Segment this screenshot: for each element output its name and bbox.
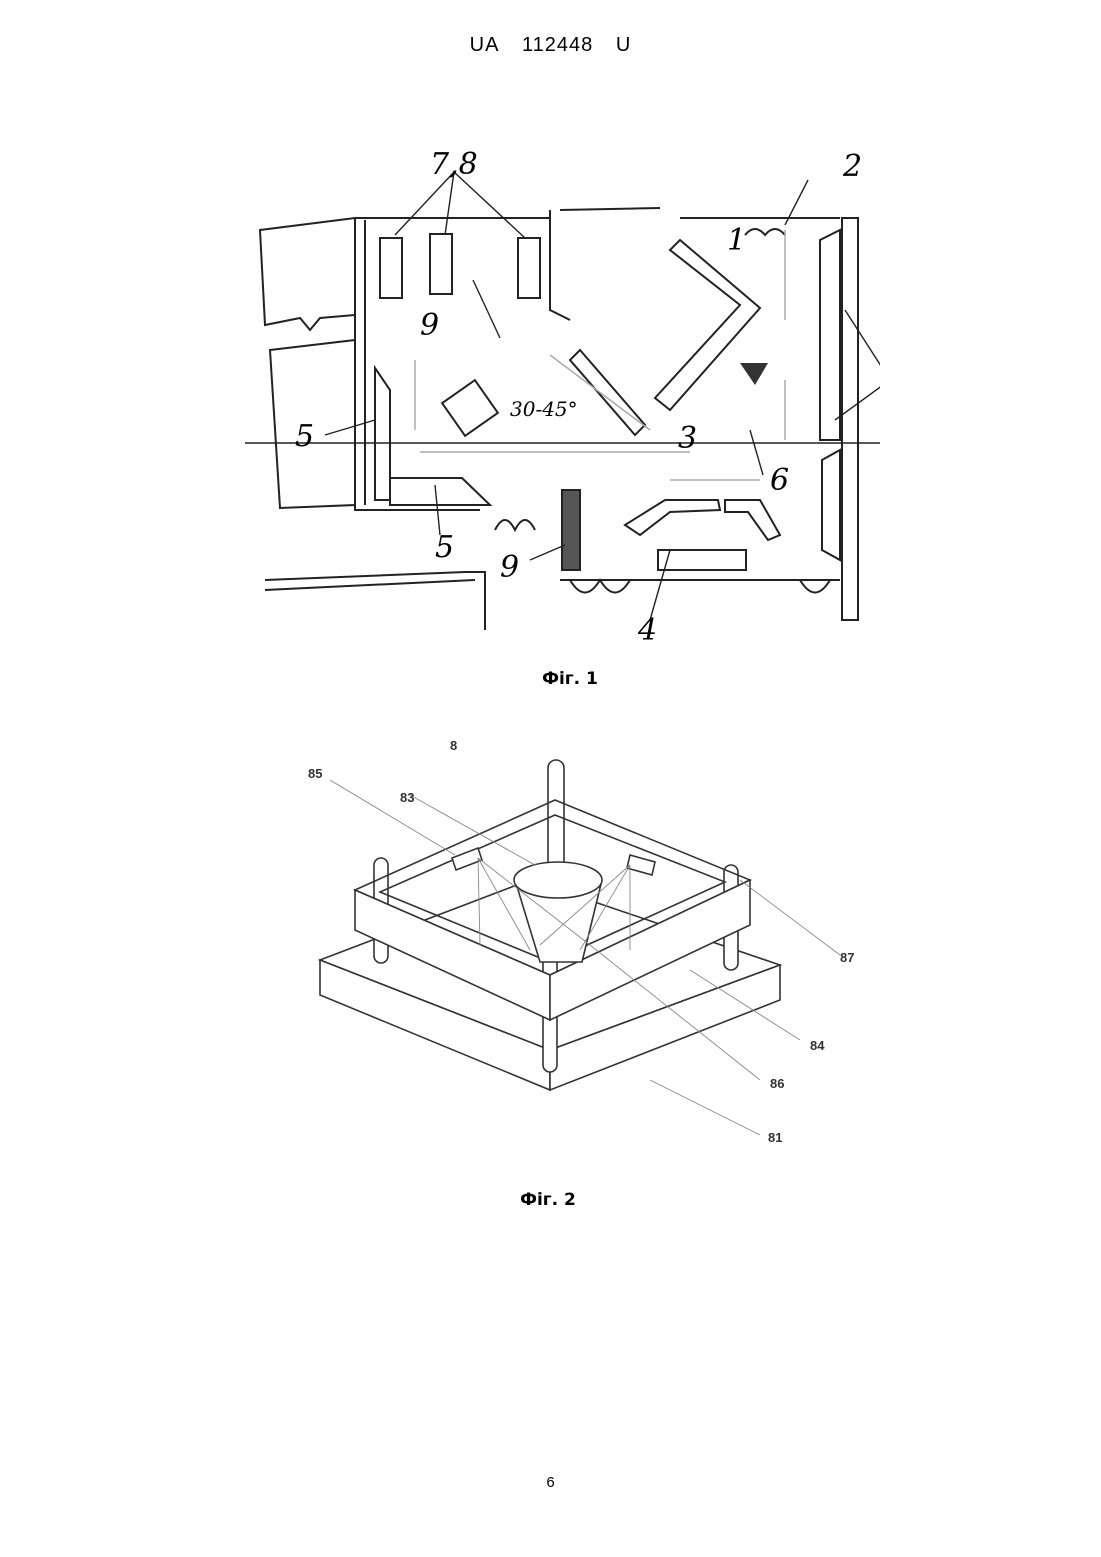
stand-1 [655,240,760,410]
sensor-85-right [627,855,655,875]
stand-8a [430,234,452,294]
figure-2-isometric-device: 8 85 83 87 84 86 81 [300,730,860,1160]
cup-86-rim [514,862,602,898]
label-81: 81 [768,1130,782,1145]
header-kind: U [616,34,631,56]
wall-divider [550,210,570,320]
sensor-85-left [452,848,482,870]
label-9-bottom: 9 [500,550,519,585]
label-83: 83 [400,790,414,805]
display-5-right-bottom [822,450,840,560]
label-84: 84 [810,1038,825,1053]
object-9-diamond [442,380,498,436]
label-7-8: 7,8 [430,147,478,182]
stand-diagonal [570,350,645,435]
label-86: 86 [770,1076,784,1091]
label-angle: 30-45° [510,397,578,421]
display-4-bench [658,550,746,570]
label-5-left: 5 [295,419,314,454]
label-2: 2 [842,149,862,184]
display-4-left [625,500,720,535]
wall-left [355,220,480,510]
display-5-right-top [820,230,840,440]
display-5-left [375,368,390,500]
object-9-bar [562,490,580,570]
label-8: 8 [450,738,457,753]
label-1: 1 [727,223,746,258]
stand-7 [380,238,402,298]
page-number: 6 [0,1474,1101,1491]
figure-2-caption: Фіг. 2 [448,1190,648,1210]
label-3: 3 [678,421,697,456]
left-room-top [260,218,355,330]
figure-1-caption: Фіг. 1 [470,669,670,689]
display-4-right [725,500,780,540]
label-4: 4 [637,613,657,648]
display-5-bottom [390,478,490,505]
label-5-bottom: 5 [435,530,454,565]
door-bottom [570,580,630,593]
label-6: 6 [770,463,789,498]
label-85: 85 [308,766,322,781]
object-6 [740,363,768,385]
header-country: UA [470,34,500,56]
door-bottom-left [495,520,535,530]
stand-8b [518,238,540,298]
document-header: UA 112448 U [0,34,1101,57]
wall-right [842,218,858,620]
label-87: 87 [840,950,854,965]
figure-1-floor-plan: 7,8 1 2 3 4 5 5 5 6 9 9 30-45° [240,140,880,650]
label-9-top: 9 [420,308,439,343]
header-number: 112448 [522,34,593,56]
door-2 [745,229,785,235]
